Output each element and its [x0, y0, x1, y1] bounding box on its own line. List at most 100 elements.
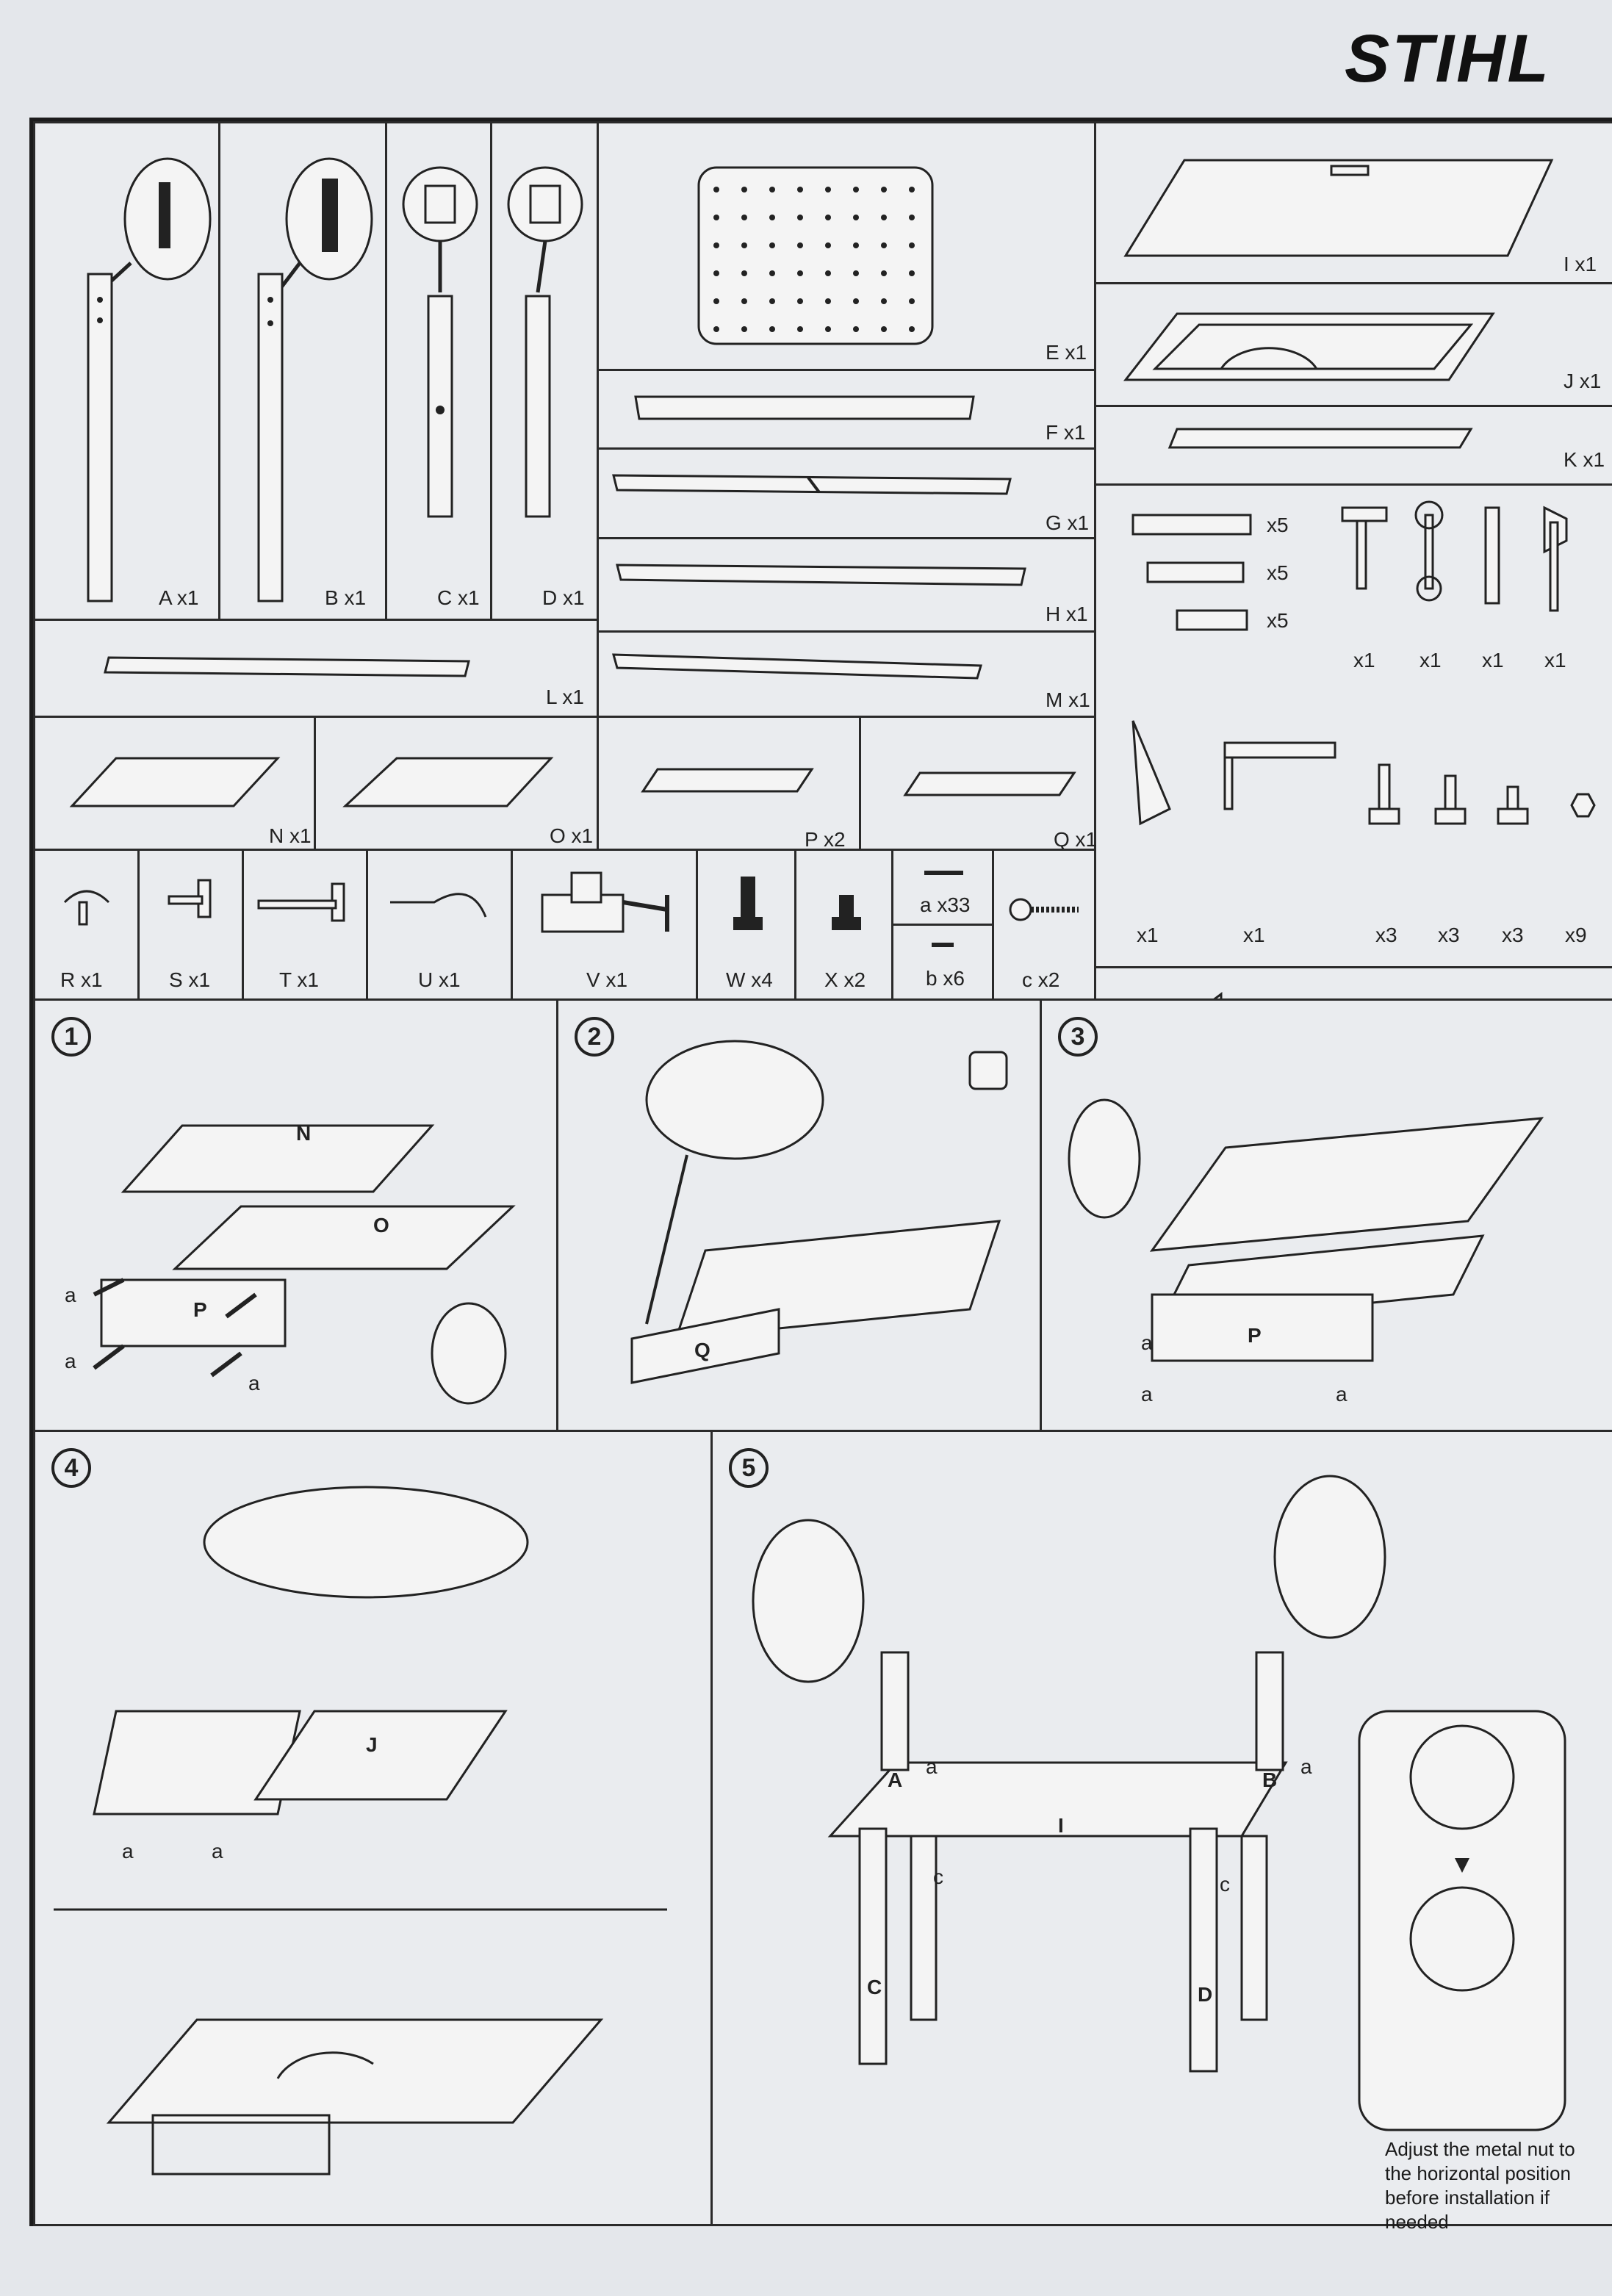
- marker-c-leg: C: [867, 1976, 882, 1998]
- marker-a-7: a: [122, 1840, 134, 1863]
- marker-a-leg: A: [888, 1768, 903, 1791]
- part-cell-a: A x1: [33, 121, 220, 621]
- pegboard-hole: [713, 215, 719, 220]
- pegboard-hole: [769, 270, 775, 276]
- leg-b-drawing: [257, 157, 373, 602]
- part-label-e: E x1: [1046, 341, 1087, 364]
- part-cell-x: X x2: [794, 849, 893, 1001]
- pegboard-hole: [741, 187, 747, 192]
- marker-c-screw-2: c: [1220, 1873, 1230, 1896]
- part-label-c-screw: c x2: [1022, 968, 1060, 991]
- pegboard-hole: [853, 326, 859, 332]
- marker-a-3: a: [248, 1372, 260, 1394]
- part-label-r: R x1: [60, 968, 103, 991]
- pegboard-hole: [825, 215, 831, 220]
- part-cell-t: T x1: [242, 849, 368, 1001]
- marker-i-top: I: [1058, 1814, 1064, 1837]
- step-1-number: 1: [51, 1017, 91, 1057]
- qty-screwdriver: x1: [1482, 649, 1504, 672]
- pegboard-hole: [713, 326, 719, 332]
- part-label-u: U x1: [418, 968, 461, 991]
- pegboard-hole: [825, 242, 831, 248]
- part-cell-v: V x1: [511, 849, 698, 1001]
- parts-and-steps-frame: A x1 B x1 C x1: [29, 118, 1612, 2233]
- pegboard-hole: [713, 270, 719, 276]
- part-cell-i: I x1: [1094, 121, 1612, 284]
- part-label-w: W x4: [726, 968, 773, 991]
- tools-hardware-drawing: [1131, 500, 1596, 826]
- pegboard-hole: [909, 270, 915, 276]
- pegboard-hole: [909, 298, 915, 304]
- part-label-b: B x1: [325, 586, 367, 609]
- marker-p-3: P: [1248, 1324, 1262, 1347]
- part-label-a: A x1: [159, 586, 199, 609]
- screw-b-drawing: [932, 943, 954, 947]
- pegboard-hole: [769, 215, 775, 220]
- marker-d-leg: D: [1198, 1983, 1213, 2006]
- stihl-logo: STIHL: [1345, 21, 1551, 96]
- pegboard-hole: [909, 242, 915, 248]
- step-2-number: 2: [575, 1017, 614, 1057]
- part-cell-s: S x1: [137, 849, 244, 1001]
- pegboard-hole: [769, 298, 775, 304]
- qty-strip4: x5: [1267, 561, 1289, 584]
- vise-v-drawing: [541, 871, 669, 933]
- marker-p: P: [193, 1298, 207, 1321]
- part-cell-r: R x1: [33, 849, 140, 1001]
- pegboard-hole: [713, 187, 719, 192]
- qty-hammer: x1: [1353, 649, 1375, 672]
- qty-bolt-mid: x3: [1438, 924, 1460, 946]
- step-4-number: 4: [51, 1448, 91, 1488]
- pegboard-hole: [853, 270, 859, 276]
- qty-bolt-long: x3: [1375, 924, 1397, 946]
- part-label-s: S x1: [169, 968, 211, 991]
- part-label-a-screw: a x33: [920, 893, 971, 916]
- hook-t-drawing: [257, 882, 345, 922]
- marker-o: O: [373, 1214, 389, 1237]
- screw-a-drawing: [924, 871, 963, 875]
- part-label-l: L x1: [546, 685, 584, 708]
- part-cell-h: H x1: [597, 537, 1096, 633]
- part-cell-f: F x1: [597, 369, 1096, 450]
- pegboard-hole: [741, 298, 747, 304]
- shelf-n-drawing: [69, 757, 281, 807]
- marker-a-9: a: [926, 1755, 938, 1778]
- qty-strip5: x5: [1267, 514, 1289, 536]
- pegboard-e-drawing: [697, 166, 934, 345]
- pegboard-hole: [769, 326, 775, 332]
- part-label-m: M x1: [1046, 688, 1090, 711]
- qty-axe: x1: [1544, 649, 1566, 672]
- marker-a-5: a: [1141, 1383, 1153, 1406]
- rail-f-drawing: [634, 395, 975, 420]
- step-1-drawing: [93, 1124, 516, 1405]
- part-cell-g: G x1: [597, 447, 1096, 539]
- marker-j: J: [366, 1733, 378, 1756]
- pegboard-hole: [825, 298, 831, 304]
- qty-nut: x9: [1565, 924, 1587, 946]
- panel-q-drawing: [903, 771, 1076, 796]
- qty-saw: x1: [1137, 924, 1159, 946]
- step-5-panel: 5 A B C D I a a c: [710, 1430, 1612, 2233]
- part-label-t: T x1: [279, 968, 319, 991]
- part-label-g: G x1: [1046, 511, 1090, 534]
- pegboard-hole: [797, 187, 803, 192]
- step-5-number: 5: [729, 1448, 769, 1488]
- pegboard-hole: [825, 270, 831, 276]
- pegboard-hole: [853, 242, 859, 248]
- part-cell-u: U x1: [366, 849, 513, 1001]
- shelf-o-drawing: [342, 757, 554, 807]
- pegboard-hole: [741, 242, 747, 248]
- pegboard-hole: [909, 187, 915, 192]
- part-label-b-screw: b x6: [926, 967, 965, 990]
- marker-b-leg: B: [1262, 1768, 1278, 1791]
- tools-hardware-cell: x5 x5 x5 x1 x1 x1 x1 x1 x1 x3 x3 x3 x9: [1094, 483, 1612, 968]
- part-cell-e: E x1: [597, 121, 1096, 371]
- step-3-panel: 3 P a a a: [1040, 998, 1612, 1432]
- part-cell-m: M x1: [597, 630, 1096, 718]
- leg-c-drawing: [402, 166, 478, 518]
- leg-d-drawing: [507, 166, 583, 518]
- pegboard-hole: [741, 326, 747, 332]
- qty-wrench: x1: [1420, 649, 1442, 672]
- marker-a-10: a: [1300, 1755, 1312, 1778]
